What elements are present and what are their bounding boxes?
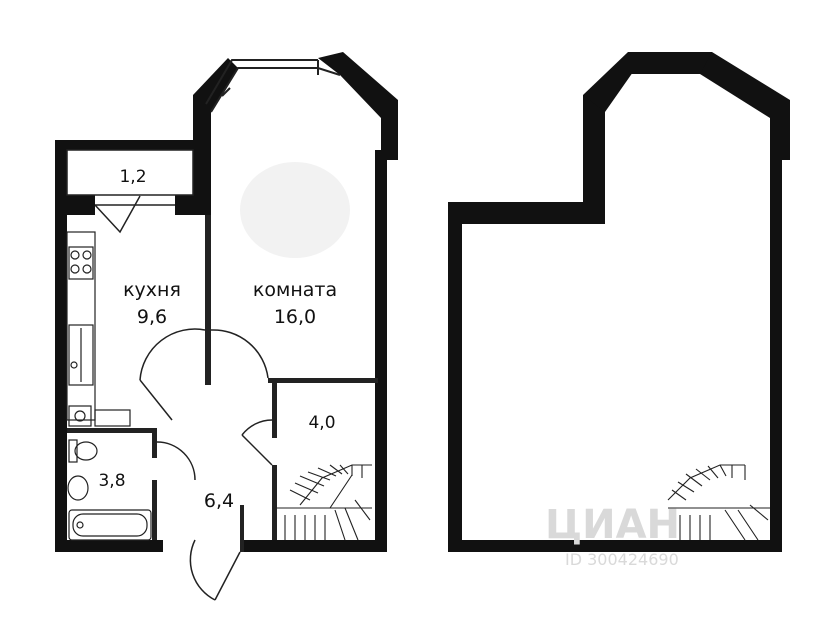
hall-area: 6,4 [204, 490, 234, 512]
bathroom-area: 3,8 [98, 471, 125, 491]
room-name: комната [253, 279, 337, 301]
watermark: ЦИАН ID 300424690 [545, 502, 680, 569]
watermark-brand: ЦИАН [545, 502, 680, 548]
bay-window [205, 59, 341, 113]
balcony-area: 1,2 [119, 167, 146, 187]
watermark-id: ID 300424690 [565, 550, 679, 569]
room-area: 16,0 [274, 306, 316, 328]
stairs-level-1 [277, 464, 372, 541]
kitchen-area: 9,6 [137, 306, 167, 328]
interior-walls [67, 215, 378, 552]
kitchen-fixtures [66, 231, 131, 427]
level-2-plan [448, 52, 790, 552]
room-shading [240, 162, 350, 258]
kitchen-name: кухня [123, 279, 181, 301]
storage-area: 4,0 [308, 413, 335, 433]
balcony [66, 149, 194, 234]
room-labels: 1,2 кухня 9,6 комната 16,0 4,0 3,8 6,4 [98, 167, 337, 512]
level-1-plan [55, 52, 398, 601]
stairs-level-2 [667, 464, 770, 541]
level-2-floor-edge [448, 540, 782, 552]
outer-walls [55, 52, 398, 552]
level-2-walls [448, 52, 790, 552]
bathroom-fixtures [67, 439, 152, 541]
door-swings [139, 328, 273, 601]
